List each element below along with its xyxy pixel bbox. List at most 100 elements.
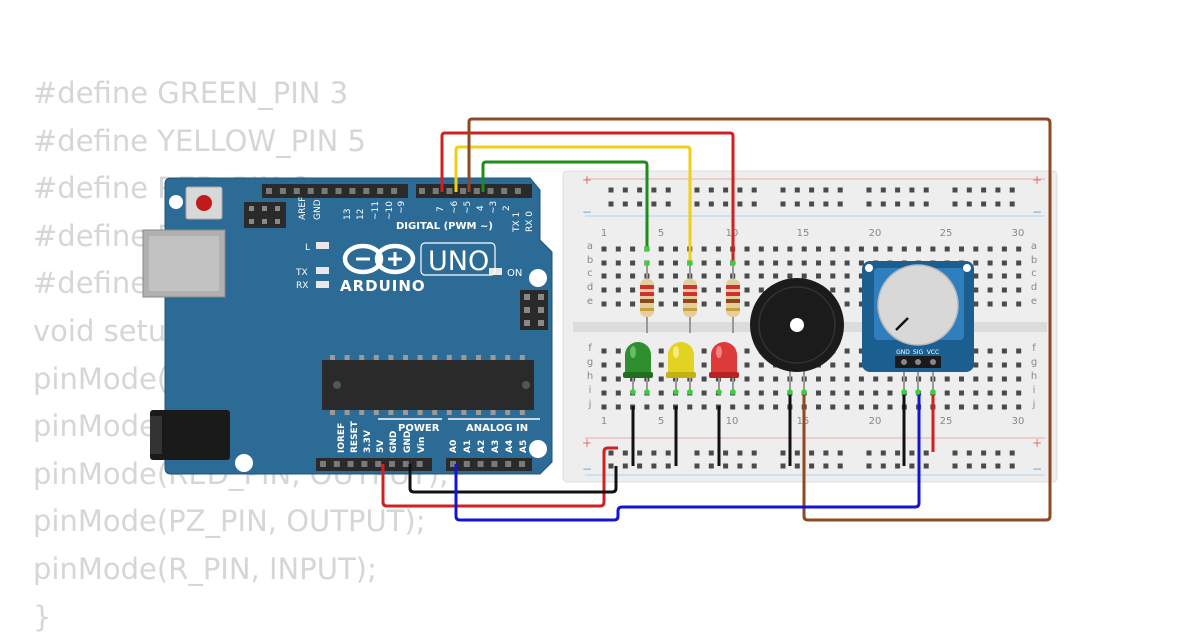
resistor-band xyxy=(726,299,740,303)
chip-leg xyxy=(519,410,525,415)
breadboard-hole xyxy=(944,246,950,252)
rail-hole xyxy=(751,187,757,193)
breadboard-hole xyxy=(758,287,764,293)
pot-knob[interactable] xyxy=(877,264,959,346)
breadboard-hole xyxy=(673,246,678,252)
pin-label-gnd1: GND xyxy=(389,431,399,453)
rail-hole xyxy=(809,187,815,193)
wire-pin6-red[interactable] xyxy=(440,131,735,263)
breadboard-hole xyxy=(973,376,979,382)
breadboard-hole xyxy=(673,260,678,266)
rail-hole xyxy=(708,450,714,456)
rail-hole xyxy=(651,201,657,207)
rail-hole xyxy=(608,201,614,207)
row-letter: b xyxy=(1031,255,1037,266)
breadboard-hole xyxy=(987,246,993,252)
icsp2-pin xyxy=(524,307,530,313)
breadboard-hole xyxy=(744,301,750,307)
header-pin xyxy=(349,188,356,194)
piezo-buzzer[interactable] xyxy=(750,278,844,392)
column-number: 1 xyxy=(601,228,607,239)
breadboard-hole xyxy=(1016,390,1022,396)
chip-leg xyxy=(446,410,452,415)
breadboard-hole xyxy=(787,246,793,252)
pin-label-3v3: 3.3V xyxy=(363,430,373,453)
rail-minus-label: − xyxy=(582,462,592,476)
breadboard-hole xyxy=(830,376,836,382)
atmega-chip xyxy=(322,360,534,410)
mounting-hole xyxy=(235,454,253,472)
breadboard-hole xyxy=(1016,260,1022,266)
header-pin xyxy=(505,461,512,467)
wire-gnd-black[interactable] xyxy=(408,464,618,494)
rail-hole xyxy=(622,463,628,469)
breadboard-hole xyxy=(973,287,979,293)
breadboard-hole xyxy=(858,390,864,396)
pin-label-11: ~11 xyxy=(371,201,381,220)
led-rim xyxy=(623,372,653,378)
chip-leg xyxy=(446,355,452,360)
resistor-yellow-led[interactable] xyxy=(683,263,697,333)
breadboard-hole xyxy=(959,404,964,410)
breadboard-hole xyxy=(973,404,979,410)
breadboard-hole xyxy=(1001,348,1007,354)
pin-label-gnd2: GND xyxy=(403,431,413,453)
resistor-band xyxy=(726,292,740,296)
pin-label-13: 13 xyxy=(343,209,353,220)
chip-leg xyxy=(432,410,438,415)
breadboard-hole xyxy=(601,273,607,279)
rail-hole xyxy=(723,463,729,469)
row-letter: g xyxy=(1031,357,1037,368)
connection-markers xyxy=(630,246,936,395)
icsp2-pin xyxy=(538,294,544,300)
breadboard-hole xyxy=(1016,376,1022,382)
breadboard-hole xyxy=(673,287,678,293)
breadboard-hole xyxy=(816,273,821,279)
wire-5v-red[interactable] xyxy=(381,446,618,508)
wire-pin3-green[interactable] xyxy=(481,160,649,249)
icsp2-pin xyxy=(538,307,544,313)
breadboard-hole xyxy=(758,260,764,266)
breadboard-hole xyxy=(858,287,864,293)
uno-badge xyxy=(420,242,496,276)
potentiometer-module[interactable]: GND SIG VCC xyxy=(862,261,974,392)
led-green[interactable] xyxy=(623,342,653,392)
row-letter: g xyxy=(587,357,593,368)
rail-hole xyxy=(1009,187,1015,193)
led-highlight xyxy=(673,346,679,358)
rail-hole xyxy=(880,463,886,469)
arduino-uno-board: AREF GND 13 12 ~11 ~10 ~9 8 7 ~6 ~5 4 ~3… xyxy=(142,177,553,475)
resistor-band xyxy=(683,299,697,303)
rail-hole xyxy=(622,201,628,207)
row-letter: d xyxy=(587,282,593,293)
wire-pin5-yellow[interactable] xyxy=(454,145,692,263)
wire-pin4-brown[interactable] xyxy=(467,117,1052,522)
pin-label-a2: A2 xyxy=(477,440,487,453)
breadboard-hole xyxy=(744,390,750,396)
rail-hole xyxy=(909,187,915,193)
row-letter: i xyxy=(589,385,592,396)
breadboard-hole xyxy=(830,287,836,293)
led-tx xyxy=(316,267,329,274)
connection-dot xyxy=(930,389,936,395)
breadboard-hole xyxy=(773,376,779,382)
resistor-green-led[interactable] xyxy=(640,263,654,333)
rail-hole xyxy=(608,463,614,469)
breadboard-hole xyxy=(758,390,764,396)
breadboard-hole xyxy=(615,390,621,396)
led-red[interactable] xyxy=(709,342,739,392)
resistor-red-led[interactable] xyxy=(726,263,740,333)
led-yellow[interactable] xyxy=(666,342,696,392)
connection-dot xyxy=(915,389,921,395)
breadboard-hole xyxy=(930,246,936,252)
breadboard-hole xyxy=(916,246,922,252)
pin-label-a5: A5 xyxy=(519,440,529,453)
breadboard-hole xyxy=(673,301,678,307)
breadboard-hole xyxy=(715,273,721,279)
breadboard-hole xyxy=(944,404,950,410)
rail-hole xyxy=(1009,450,1015,456)
breadboard-hole xyxy=(773,390,779,396)
breadboard-hole xyxy=(973,301,979,307)
rail-hole xyxy=(665,463,671,469)
wire-a0-blue[interactable] xyxy=(454,392,921,522)
